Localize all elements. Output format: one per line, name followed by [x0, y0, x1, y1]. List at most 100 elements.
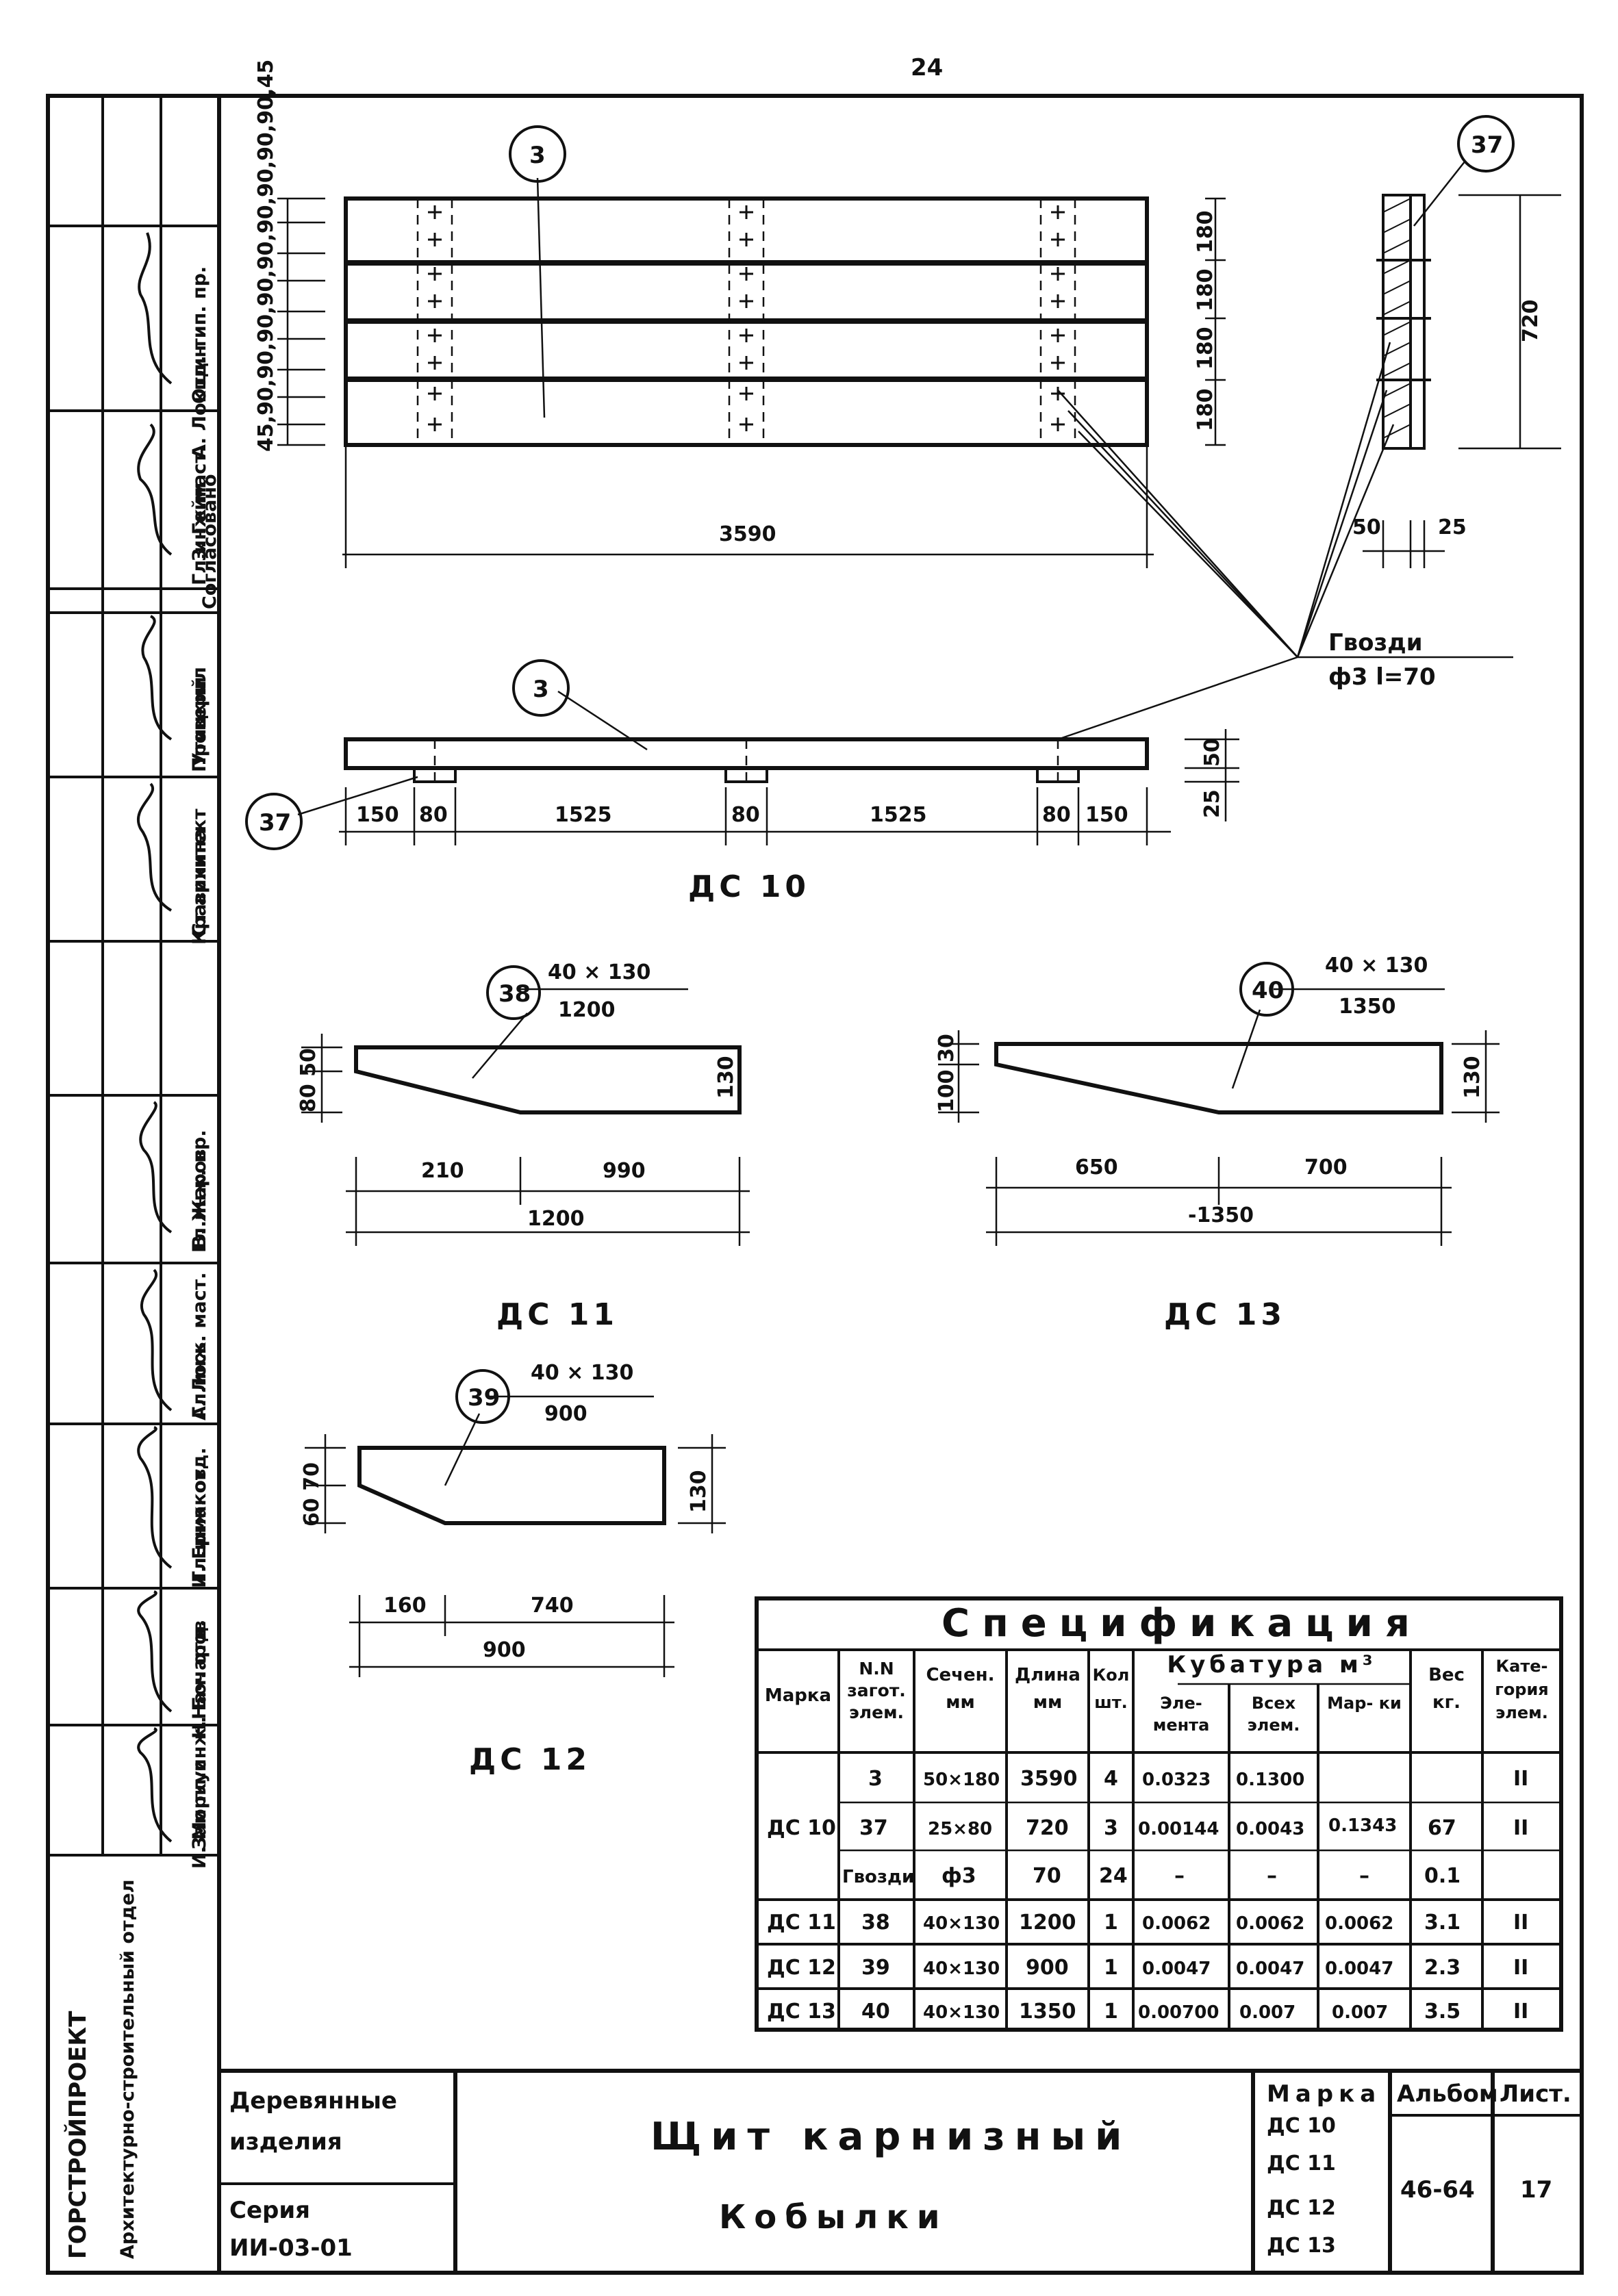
spec-cell: – [1174, 1864, 1185, 1888]
callout-37-elev: 37 [245, 793, 303, 850]
spec-cell: 50×180 [923, 1770, 1000, 1790]
callout-3-plan: 3 [509, 125, 566, 183]
side-stamp-role: Отд. тип. пр. [189, 266, 210, 404]
spec-cell: ДС 11 [767, 1911, 836, 1935]
side-stamp-name: З. Гейм [189, 483, 210, 561]
spec-cell: 0.00700 [1138, 2002, 1219, 2023]
spec-cell: – [1267, 1864, 1277, 1888]
side-stamp-name: И. Моркус [189, 1760, 210, 1869]
dim-text: 3590 [719, 522, 776, 546]
spec-cell: 24 [1099, 1864, 1128, 1888]
spec-cell: Гвозди [842, 1867, 914, 1887]
spec-header-num: N.N загот. элем. [847, 1659, 906, 1722]
part-section: 40 × 130 [548, 960, 650, 984]
tb-mark: ДС 10 [1267, 2114, 1336, 2138]
spec-row: Гвозди ф3 70 24 – – – 0.1 [842, 1864, 1461, 1888]
callout-40: 40 [1239, 962, 1294, 1017]
tb-subtitle: Кобылки [719, 2198, 948, 2236]
ds13-part [938, 988, 1500, 1246]
spec-cell: 0.0047 [1236, 1959, 1304, 1979]
tb-category: Деревянные [229, 2087, 397, 2115]
tb-series: Серия [229, 2197, 310, 2224]
page-number: 24 [911, 54, 943, 81]
side-stamp-role: Ст архитект [189, 808, 210, 936]
org-name: ГОРСТРОЙПРОЕКТ [64, 2011, 92, 2259]
side-stamp-name: А. Локшин [189, 345, 210, 459]
spec-cell: – [1359, 1864, 1369, 1888]
org-block: ГОРСТРОЙПРОЕКТ Архитектурно-строительный… [64, 1879, 138, 2259]
part-section: 40 × 130 [1325, 954, 1428, 978]
side-stamp-name: Н. Бочаров [189, 1620, 210, 1739]
dim-text: 60 70 [300, 1462, 324, 1527]
drawing-title-ds13: ДС 13 [1164, 1297, 1286, 1332]
side-stamp-role: Зам.гл.инж. [189, 1720, 210, 1850]
spec-cell: 3.1 [1424, 1911, 1461, 1935]
spec-cell: 0.0043 [1236, 1819, 1304, 1839]
spec-cell: 0.1300 [1236, 1770, 1304, 1790]
spec-cell: 1 [1104, 1956, 1118, 1980]
spec-cell: ДС 12 [767, 1956, 836, 1980]
spec-cell: 40×130 [923, 1959, 1000, 1979]
dim-text: 900 [483, 1638, 526, 1662]
callout-label: 40 [1252, 977, 1284, 1004]
callout-3-elev: 3 [512, 659, 570, 717]
spec-row: ДС 10 3 50×180 3590 4 0.0323 0.1300 0.13… [767, 1767, 1528, 1840]
dim-text: 50 [1352, 515, 1381, 539]
dim-text: 1525 [870, 803, 927, 827]
spec-row: ДС 12 39 40×130 900 1 0.0047 0.0047 0.00… [767, 1956, 1528, 1980]
spec-cell: II [1513, 1956, 1528, 1980]
spec-cell: ф3 [941, 1864, 976, 1888]
ds10-plan [277, 177, 1226, 568]
part-length: 1200 [558, 998, 616, 1022]
dim-text: 150 [1085, 803, 1128, 827]
spec-cell: 38 [861, 1911, 890, 1935]
tb-title: Щит карнизный [650, 2115, 1131, 2159]
spec-cell: 40×130 [923, 1913, 1000, 1934]
spec-cell: 1 [1104, 2000, 1118, 2024]
dim-text: 160 [383, 1594, 427, 1618]
spec-header-dlina: Длина мм [1015, 1665, 1080, 1713]
dim-text: -1350 [1188, 1203, 1254, 1227]
tb-mark: ДС 11 [1267, 2152, 1336, 2176]
spec-cell: 25×80 [928, 1819, 992, 1839]
tb-series: ИИ-03-01 [229, 2234, 353, 2262]
spec-cell: 3.5 [1424, 2000, 1461, 2024]
ds12-part [305, 1395, 726, 1677]
nails-leaders [1057, 342, 1513, 741]
tb-mark: ДС 12 [1267, 2196, 1336, 2220]
spec-cell: 67 [1428, 1816, 1456, 1840]
callout-label: 38 [498, 980, 531, 1008]
spec-title: Спецификация [941, 1601, 1422, 1646]
side-stamp-grid [48, 225, 219, 1857]
callout-39: 39 [455, 1369, 510, 1424]
spec-cell: 37 [859, 1816, 888, 1840]
spec-row: 37 25×80 720 3 0.00144 0.0043 II [859, 1816, 1528, 1840]
side-stamp-role: Нач. отд. [189, 1620, 210, 1720]
part-length: 1350 [1339, 995, 1396, 1019]
dim-text: 50 [1200, 738, 1224, 767]
dim-text: 80 [419, 803, 448, 827]
callout-37-section: 37 [1413, 115, 1515, 227]
tb-album-label: Альбом [1397, 2080, 1498, 2108]
dim-text: 130 [1461, 1056, 1484, 1099]
spec-header-kat: Кате- гория элем. [1495, 1657, 1549, 1722]
nails-label: ф3 l=70 [1328, 663, 1436, 691]
org-dept: Архитектурно-строительный отдел [117, 1879, 138, 2259]
title-block [219, 2069, 1582, 2273]
side-stamp-name: Кравинина [189, 828, 210, 945]
callout-label: 37 [259, 809, 291, 837]
spec-header-kub-mark: Мар- ки [1327, 1694, 1402, 1713]
spec-cell: 40 [861, 2000, 890, 2024]
drawing-title-ds12: ДС 12 [469, 1742, 591, 1777]
part-section: 40 × 130 [531, 1361, 633, 1385]
side-stamp-role: Гл.инж.маст. [189, 446, 210, 585]
side-stamp-name: И. Ермаков [189, 1469, 210, 1588]
dim-text: 180 [1193, 268, 1217, 311]
dim-text: 130 [714, 1056, 738, 1099]
spec-cell: 1 [1104, 1911, 1118, 1935]
dim-text: 45,90,90,90,90,90,90,90,90,90,45 [254, 60, 278, 452]
spec-row: ДС 11 38 40×130 1200 1 0.0062 0.0062 0.0… [767, 1911, 1528, 1935]
spec-cell: 0.0323 [1142, 1770, 1211, 1790]
dim-text: 740 [531, 1594, 574, 1618]
